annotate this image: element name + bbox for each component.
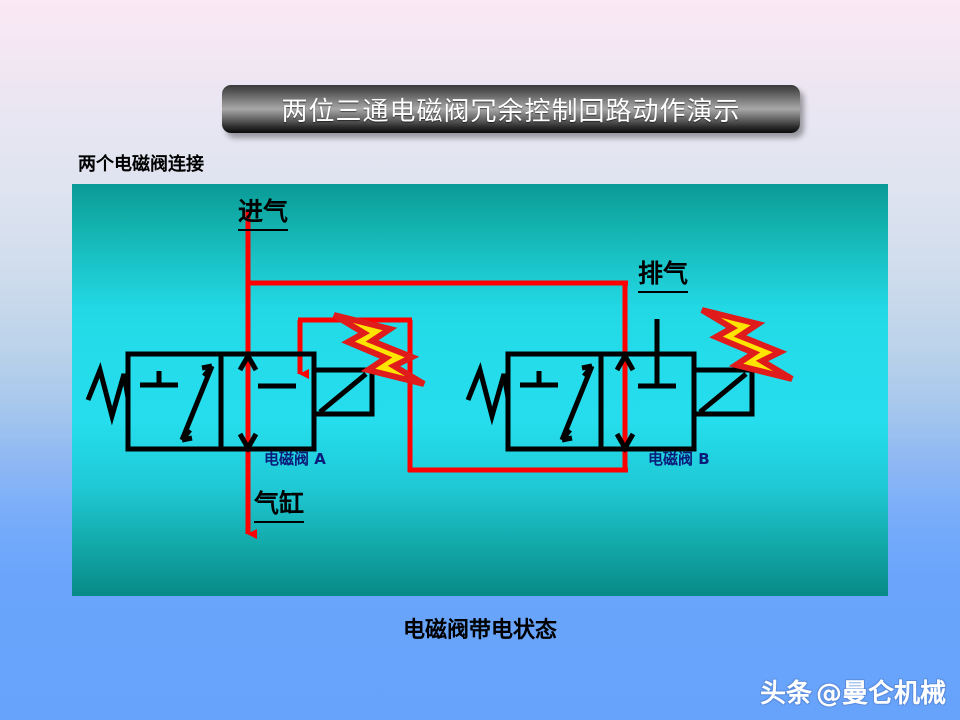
valve-b-solenoid-box bbox=[691, 367, 755, 417]
diagram-caption: 电磁阀带电状态 bbox=[402, 617, 557, 643]
valve-b-spring-icon bbox=[465, 362, 511, 426]
pneumatic-schematic bbox=[85, 210, 794, 539]
valve-a-solenoid-box bbox=[311, 367, 375, 417]
valve-b-flow-arrow-head-top bbox=[581, 363, 594, 378]
lightning-bolt-icon bbox=[332, 312, 426, 387]
watermark: 头条 @曼仑机械 bbox=[760, 673, 946, 710]
label-exhaust: 排气 bbox=[638, 254, 689, 293]
watermark-platform: 头条 bbox=[759, 679, 812, 709]
valve-b-symbol bbox=[465, 319, 755, 454]
valve-a-port-arrow-top bbox=[237, 350, 259, 372]
valve-a-port-arrow-bottom bbox=[237, 432, 259, 454]
label-intake: 进气 bbox=[238, 192, 289, 231]
valve-a-flow-arrow-head-top bbox=[201, 363, 214, 378]
valve-a-solenoid-slash bbox=[318, 372, 368, 414]
valve-b-port-arrow-top bbox=[614, 350, 636, 372]
pneumatic-diagram-panel: 进气 排气 气缸 电磁阀 A 电磁阀 B bbox=[72, 184, 888, 596]
slide-title-bar: 两位三通电磁阀冗余控制回路动作演示 bbox=[222, 85, 800, 133]
slide-subtitle: 两个电磁阀连接 bbox=[78, 154, 204, 175]
label-valve-b: 电磁阀 B bbox=[648, 450, 710, 468]
valve-b-port-arrow-bottom bbox=[614, 432, 636, 454]
valve-a-spring-icon bbox=[85, 362, 131, 426]
label-cylinder: 气缸 bbox=[254, 484, 305, 523]
page-title: 两位三通电磁阀冗余控制回路动作演示 bbox=[281, 96, 741, 127]
valve-b-flow-arrow-line bbox=[559, 365, 595, 441]
valve-b-solenoid-slash bbox=[698, 372, 748, 414]
lightning-bolt-icon bbox=[700, 307, 794, 382]
watermark-handle: @曼仑机械 bbox=[815, 679, 946, 709]
valve-a-flow-arrow-head-bottom bbox=[180, 428, 193, 443]
valve-a-flow-arrow-line bbox=[179, 365, 215, 441]
valve-a-symbol bbox=[85, 350, 375, 454]
label-valve-a: 电磁阀 A bbox=[264, 450, 326, 468]
flow-line-group bbox=[245, 210, 628, 539]
valve-b-flow-arrow-head-bottom bbox=[560, 428, 573, 443]
